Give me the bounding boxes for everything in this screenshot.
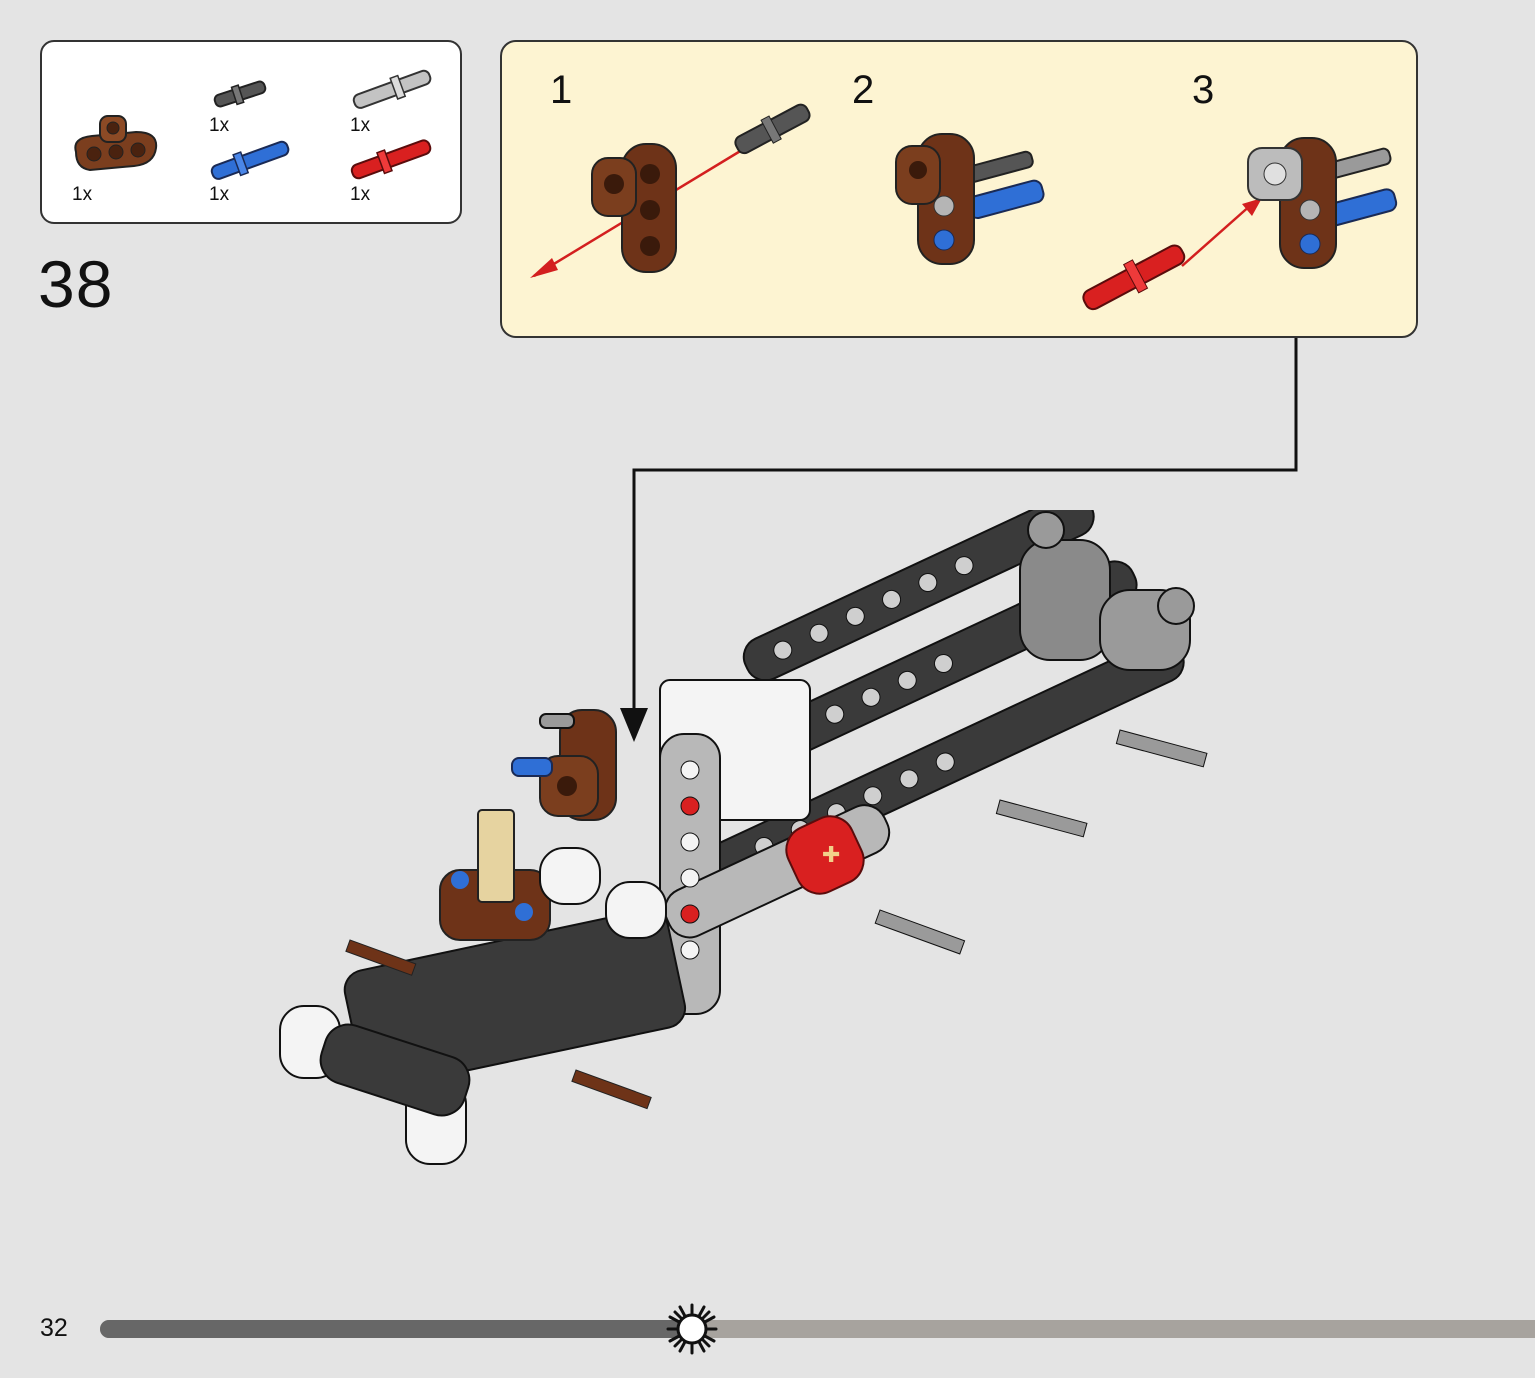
brown-connector-part [591, 143, 677, 273]
brown-connector-part [74, 115, 158, 172]
qty-label: 1x [350, 115, 371, 136]
substep-number: 3 [1192, 68, 1215, 112]
substep-3-illustration [1082, 137, 1398, 311]
light-gray-axle-pin-part [352, 69, 432, 109]
substep-1-illustration [530, 103, 811, 278]
qty-label: 1x [350, 184, 371, 205]
substep-number: 2 [852, 68, 875, 112]
dark-gray-pin-part [734, 103, 811, 155]
gear-icon [666, 1303, 718, 1355]
callout-connector-line [620, 338, 1298, 742]
blue-pin-part [210, 140, 290, 180]
red-axle-pin-part [1082, 244, 1186, 311]
substep-number: 1 [550, 68, 573, 112]
step-number: 38 [38, 247, 114, 321]
dark-gray-pin-part [213, 80, 267, 108]
progress-bar-fill [100, 1320, 688, 1338]
svg-text:✚: ✚ [822, 843, 840, 868]
qty-label: 1x [209, 115, 230, 136]
parts-list-box: 1x 1x 1x 1x 1x [40, 40, 462, 224]
qty-label: 1x [72, 184, 93, 205]
red-axle-pin-part [350, 139, 432, 180]
substep-callout: 1 2 3 [500, 40, 1418, 338]
substep-2-illustration [895, 133, 1045, 265]
qty-label: 1x [209, 184, 230, 205]
page-number: 32 [40, 1314, 68, 1342]
model-illustration: ✚ [279, 510, 1208, 1165]
